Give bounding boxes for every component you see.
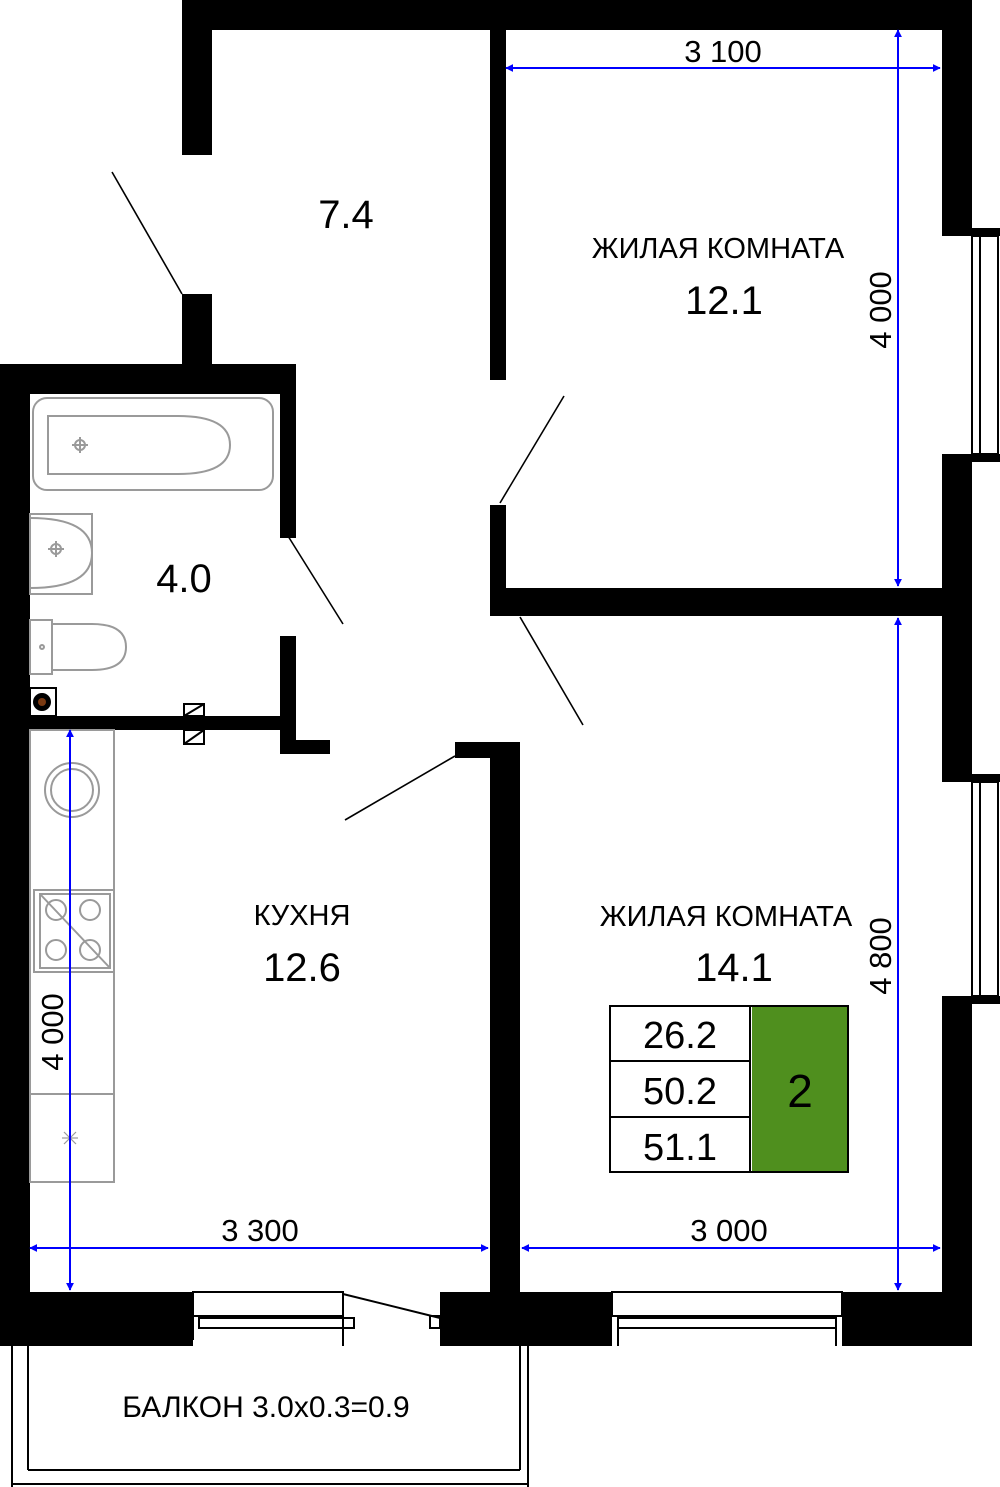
rooms-count: 2	[787, 1065, 813, 1117]
bottom-room-name: ЖИЛАЯ КОМНАТА	[600, 901, 853, 933]
balcony-outline	[11, 1346, 529, 1487]
dimension-lines	[29, 29, 941, 1291]
dim-bottom-height: 4 800	[863, 917, 898, 995]
kitchen-counter	[29, 729, 115, 1183]
dim-top-height: 4 000	[863, 271, 898, 349]
kitchen-fixtures	[29, 729, 115, 1183]
balcony-label: БАЛКОН 3.0х0.3=0.9	[122, 1391, 410, 1424]
dim-kitchen-height: 4 000	[35, 993, 70, 1071]
door-swings	[111, 171, 584, 821]
rooms-badge	[752, 1006, 848, 1172]
kitchen-sink-icon	[44, 762, 100, 818]
vent-icon	[183, 703, 205, 745]
bottom-room-area: 14.1	[695, 946, 773, 990]
walls	[0, 0, 1000, 1346]
sink-icon	[29, 513, 93, 595]
dim-top-width: 3 100	[684, 34, 762, 69]
bathroom-fixtures	[29, 397, 274, 745]
area-summary-table: 26.2 50.2 51.1 2	[609, 1005, 849, 1173]
total-with-balcony-value: 51.1	[643, 1127, 717, 1169]
boiler-icon	[29, 687, 57, 717]
kitchen-name: КУХНЯ	[254, 900, 351, 932]
stove-icon	[33, 889, 115, 973]
total-area-value: 50.2	[643, 1071, 717, 1113]
living-area-value: 26.2	[643, 1015, 717, 1057]
bathtub-icon	[32, 397, 274, 491]
toilet-icon	[29, 619, 128, 675]
right-windows	[971, 235, 999, 997]
hall-area: 7.4	[318, 193, 374, 237]
dim-kitchen-width: 3 300	[221, 1213, 299, 1248]
bathroom-area: 4.0	[156, 557, 212, 601]
dim-bottom-width: 3 000	[690, 1213, 768, 1248]
top-room-name: ЖИЛАЯ КОМНАТА	[592, 233, 845, 265]
top-room-area: 12.1	[685, 279, 763, 323]
bottom-windows	[192, 1291, 843, 1346]
kitchen-area: 12.6	[263, 946, 341, 990]
